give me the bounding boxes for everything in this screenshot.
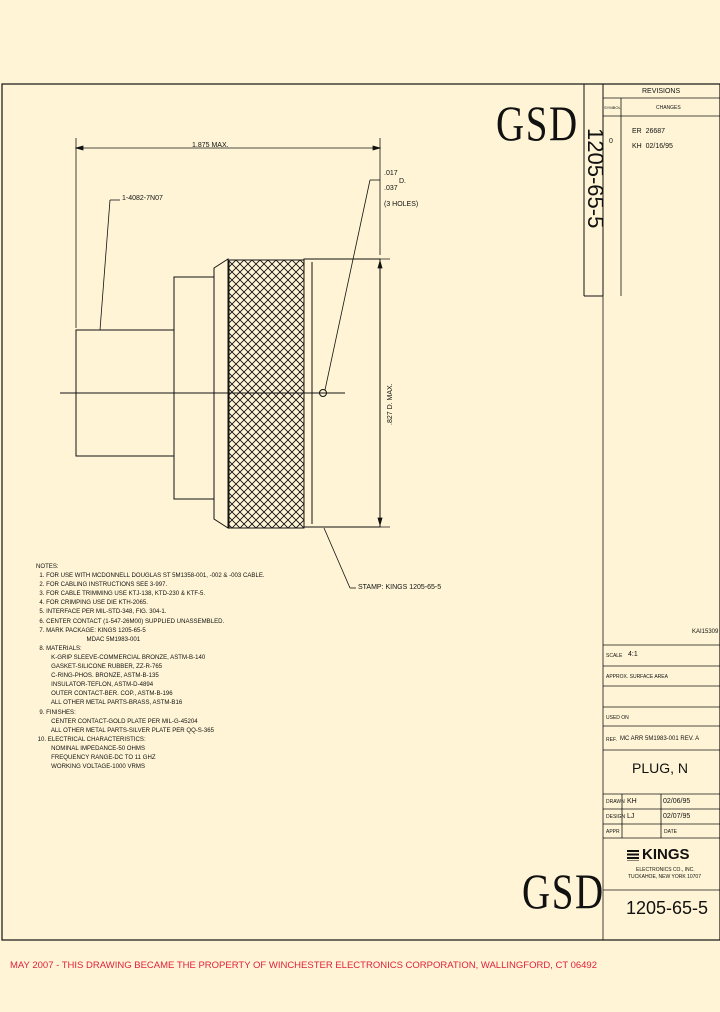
dim-diameter: .827 D. MAX.: [387, 383, 394, 425]
note-line: 1. FOR USE WITH MCDONNELL DOUGLAS ST 5M1…: [36, 572, 265, 580]
dim-hole-2: .037: [384, 185, 398, 192]
dimension-lines: [74, 138, 390, 589]
part-number-vertical: 1205-65-5: [583, 128, 608, 229]
note-line: C-RING-PHOS. BRONZE, ASTM-B-135: [36, 672, 159, 680]
note-line: ALL OTHER METAL PARTS-BRASS, ASTM-B16: [36, 699, 183, 707]
connector-drawing: [60, 258, 381, 529]
watermark-bottom: GSD: [522, 863, 605, 919]
dim-holes: (3 HOLES): [384, 201, 419, 208]
drawing-title: PLUG, N: [632, 760, 689, 776]
dim-hole-1: .017: [384, 170, 398, 177]
dim-stamp: STAMP: KINGS 1205-65-5: [358, 584, 442, 591]
note-line: CENTER CONTACT-GOLD PLATE PER MIL-G-4520…: [36, 717, 198, 725]
company-line2: TUCKAHOE, NEW YORK 10707: [628, 874, 701, 880]
revisions-block: [583, 84, 720, 297]
note-line: MDAC 5M1983-001: [36, 635, 141, 643]
note-line: GASKET-SILICONE RUBBER, ZZ-R-765: [36, 663, 163, 671]
ownership-footer: MAY 2007 - THIS DRAWING BECAME THE PROPE…: [10, 960, 598, 971]
watermark-top: GSD: [496, 95, 579, 151]
note-line: OUTER CONTACT-BER. COP., ASTM-B-196: [36, 690, 173, 698]
note-line: FREQUENCY RANGE-DC TO 11 GHZ: [36, 753, 156, 761]
note-line: 4. FOR CRIMPING USE DIE KTH-2065.: [36, 599, 148, 607]
surface-area: APPROX. SURFACE AREA: [606, 674, 668, 680]
note-line: NOTES:: [36, 563, 59, 570]
note-line: 5. INTERFACE PER MIL-STD-348, FIG. 304-1…: [36, 608, 167, 616]
note-line: 6. CENTER CONTACT (1-547-26M00) SUPPLIED…: [36, 617, 225, 625]
revisions-rev: 0: [609, 138, 613, 145]
revisions-title: REVISIONS: [642, 88, 681, 95]
note-line: 3. FOR CABLE TRIMMING USE KTJ-138, KTD-2…: [36, 590, 206, 598]
revisions-line2: KH 02/16/95: [632, 143, 673, 150]
scale-value: 4:1: [628, 651, 638, 658]
revisions-col-changes: CHANGES: [656, 105, 681, 111]
ref-label: REF.: [606, 737, 617, 743]
note-line: WORKING VOLTAGE-1000 VRMS: [36, 763, 145, 771]
appr-label: APPR: [606, 829, 620, 835]
revisions-line1: ER 26687: [632, 128, 666, 135]
design-by: LJ: [627, 813, 635, 820]
drawn-label: DRAWN: [606, 799, 625, 805]
note-line: ALL OTHER METAL PARTS-SILVER PLATE PER Q…: [36, 726, 215, 734]
note-line: INSULATOR-TEFLON, ASTM-D-4894: [36, 681, 154, 689]
company-line1: ELECTRONICS CO., INC.: [636, 867, 695, 873]
used-on: USED ON: [606, 715, 629, 721]
dim-length: 1.875 MAX.: [192, 142, 229, 149]
title-part-number: 1205-65-5: [626, 898, 709, 918]
note-line: 2. FOR CABLING INSTRUCTIONS SEE 3-997.: [36, 581, 168, 589]
drawn-by: KH: [627, 798, 637, 805]
revisions-col-symbol: SYMBOL: [604, 105, 621, 110]
sheet-border: [1, 83, 720, 941]
scale-label: SCALE: [606, 653, 623, 659]
company-logo: KINGS: [642, 846, 690, 863]
note-line: 10. ELECTRICAL CHARACTERISTICS:: [36, 735, 146, 743]
ref-value: MC ARR 5M1983-001 REV. A: [620, 736, 700, 742]
note-line: NOMINAL IMPEDANCE-50 OHMS: [36, 744, 145, 752]
drawing-notes: NOTES: 1. FOR USE WITH MCDONNELL DOUGLAS…: [36, 562, 306, 771]
logo-mark-icon: [627, 850, 639, 861]
title-code: KAI15309: [692, 629, 719, 635]
dim-thread: 1-4082-7N07: [122, 195, 163, 202]
title-block: [602, 296, 720, 940]
note-line: 7. MARK PACKAGE: KINGS 1205-65-5: [36, 626, 146, 634]
design-date: 02/07/95: [663, 813, 691, 820]
note-line: 8. MATERIALS:: [36, 644, 82, 652]
design-label: DESIGN: [606, 814, 626, 820]
note-line: 9. FINISHES:: [36, 708, 76, 716]
date-label: DATE: [664, 829, 677, 835]
dim-hole-d: D.: [399, 178, 406, 185]
note-line: K-GRIP SLEEVE-COMMERCIAL BRONZE, ASTM-B-…: [36, 653, 206, 661]
drawn-date: 02/06/95: [663, 798, 691, 805]
